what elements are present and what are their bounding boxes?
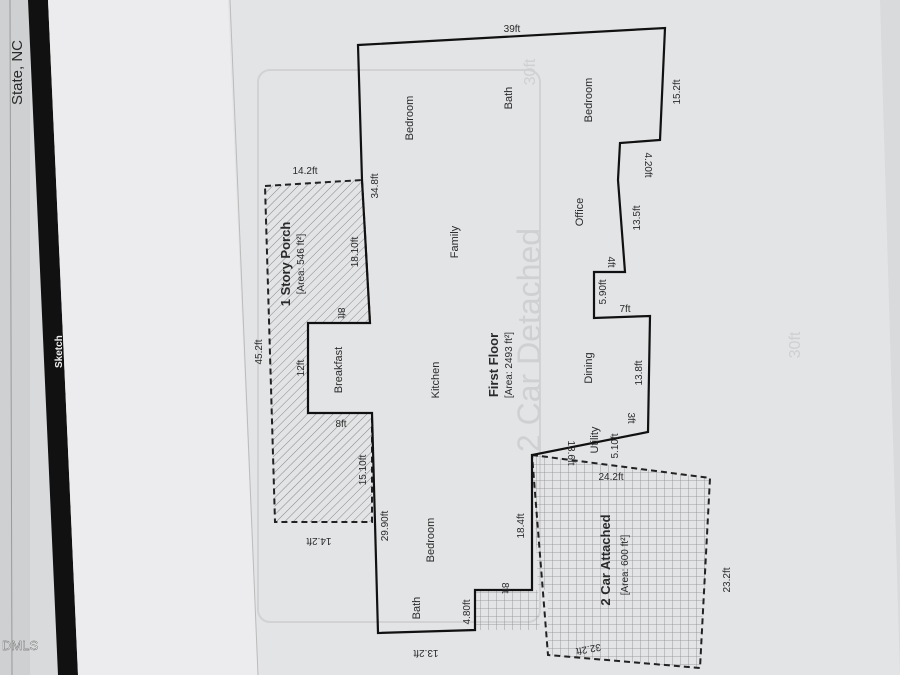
sketch-tab: Sketch — [54, 335, 65, 368]
dim-label: 34.8ft — [370, 173, 381, 198]
porch-area-text: [Area: 546 ft²] — [296, 233, 307, 294]
room-breakfast: Breakfast — [333, 347, 345, 393]
room-bath-2: Bath — [411, 597, 423, 620]
first-floor-area: [Area: 2493 ft²] — [504, 332, 515, 398]
location-text: State, NC — [9, 40, 26, 105]
dim-label: 18.10ft — [350, 236, 361, 267]
dim-label: 5.90ft — [598, 279, 609, 304]
dim-label: 13.2ft — [413, 647, 438, 658]
dim-label: 4ft — [605, 256, 616, 267]
ghost-dim: 30ft — [522, 58, 539, 85]
first-floor-outline — [306, 26, 667, 635]
margin-line — [9, 0, 13, 675]
dim-label: 14.2ft — [306, 535, 331, 546]
room-utility: Utility — [589, 426, 601, 453]
dim-label: 3ft — [625, 412, 636, 423]
dim-label: 4.80ft — [462, 599, 473, 624]
dim-label: 5.10ft — [610, 433, 621, 458]
porch-title: 1 Story Porch — [278, 222, 293, 307]
dim-label: 4.20ft — [642, 152, 653, 177]
dim-label: 39ft — [504, 24, 521, 35]
first-floor-title: First Floor — [486, 333, 501, 397]
garage-area-text: [Area: 600 ft²] — [620, 534, 631, 595]
dim-label: 23.2ft — [722, 567, 733, 592]
room-kitchen: Kitchen — [430, 362, 442, 399]
room-bath-1: Bath — [503, 87, 515, 110]
dim-label: 13.6ft — [565, 440, 576, 465]
black-edge-strip — [28, 0, 78, 675]
dim-label: 8ft — [335, 307, 346, 318]
dim-label: 12ft — [296, 359, 307, 376]
room-family: Family — [449, 225, 461, 258]
dim-label: 13.5ft — [632, 205, 643, 230]
dim-label: 13.8ft — [634, 360, 645, 385]
ghost-dim: 30ft — [787, 331, 804, 358]
dim-label: 32.2ft — [575, 641, 602, 656]
room-bedroom-1: Bedroom — [404, 96, 416, 141]
sketch-side-panel — [48, 0, 258, 675]
dim-label: 29.90ft — [380, 510, 391, 541]
garage-grid — [475, 455, 710, 668]
dim-label: 7ft — [619, 304, 630, 315]
dim-label: 14.2ft — [292, 166, 317, 177]
garage-title: 2 Car Attached — [598, 514, 613, 605]
room-dining: Dining — [583, 352, 595, 383]
page-area — [228, 0, 900, 675]
left-margin — [0, 0, 30, 675]
watermark: DMLS — [2, 638, 38, 653]
page-border — [229, 0, 259, 675]
room-bedroom-2: Bedroom — [583, 78, 595, 123]
ghost-outline — [257, 69, 541, 623]
dim-label: 45.2ft — [254, 339, 265, 364]
dim-label: 18.4ft — [516, 513, 527, 538]
dim-label: 8ft — [499, 582, 510, 593]
dim-label: 8ft — [335, 419, 346, 430]
dim-label: 24.2ft — [598, 472, 623, 483]
room-bedroom-3: Bedroom — [425, 518, 437, 563]
dim-label: 15.10ft — [358, 454, 369, 485]
ghost-title: 2 Car Detached — [511, 228, 547, 452]
room-office: Office — [574, 198, 586, 227]
dim-label: 15.2ft — [672, 79, 683, 104]
